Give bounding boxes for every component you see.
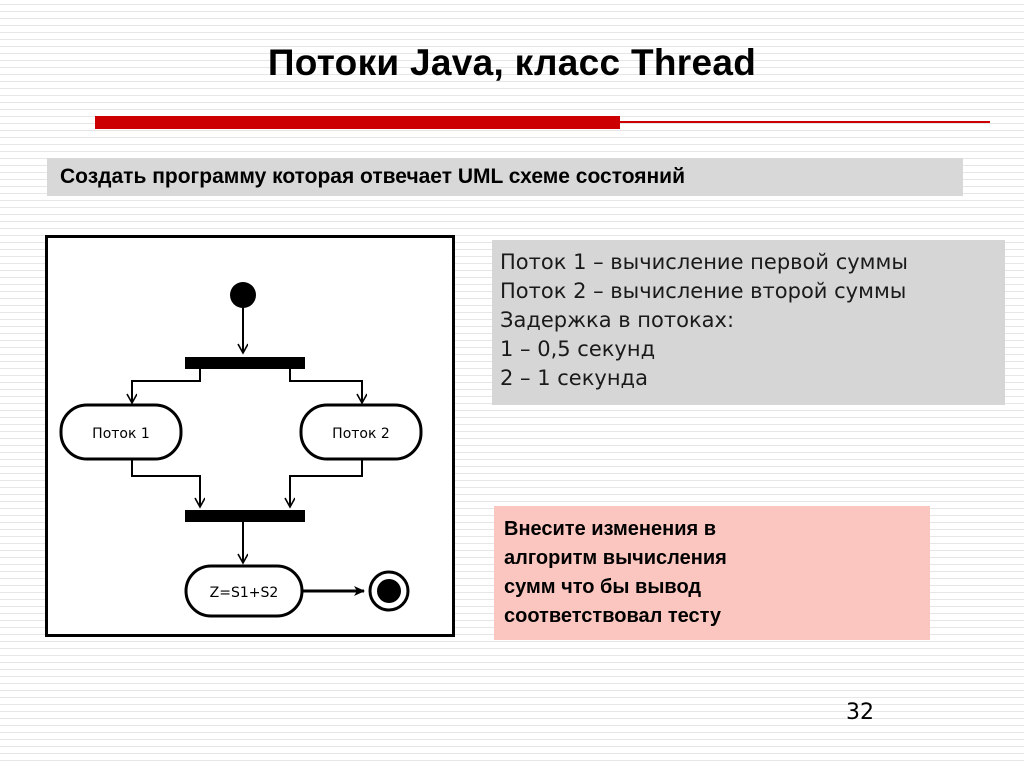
page-title: Потоки Java, класс Thread [267,42,757,83]
state-thread2-label: Поток 2 [332,426,390,442]
transition-fork-to-thread2 [289,369,362,402]
uml-state-diagram: Поток 1 Поток 2 Z=S1+S2 [59,282,423,618]
subtitle-banner: Создать программу которая отвечает UML с… [47,158,963,196]
info-line: Поток 1 – вычисление первой суммы [500,250,908,274]
task-note-text: Внесите изменения в алгоритм вычисления … [504,515,904,631]
note-line: Внесите изменения в [504,518,717,540]
note-line: сумм что бы вывод [504,576,702,598]
accent-rule-thick [95,116,620,129]
thread-info-box: Поток 1 – вычисление первой суммы Поток … [492,240,1005,405]
state-thread1-label: Поток 1 [92,426,150,442]
fork-bar [185,357,305,369]
info-line: 2 – 1 секунда [500,366,648,390]
info-line: Поток 2 – вычисление второй суммы [500,279,907,303]
transition-fork-to-thread1 [132,369,201,402]
info-line: 1 – 0,5 секунд [500,337,656,361]
state-thread1 [59,403,183,461]
thread-info-list: Поток 1 – вычисление первой суммы Поток … [500,248,908,393]
join-bar [185,510,305,522]
subtitle-banner-text: Создать программу которая отвечает UML с… [60,165,686,188]
initial-state-node [230,282,256,308]
state-sum-label: Z=S1+S2 [210,585,279,601]
uml-diagram-frame: Поток 1 Поток 2 Z=S1+S2 [45,235,455,637]
info-line: Задержка в потоках: [500,308,735,332]
page-number: 32 [846,700,874,725]
task-note-box: Внесите изменения в алгоритм вычисления … [494,506,930,640]
transition-thread2-to-join [290,459,363,506]
final-state-node [377,579,401,603]
note-line: соответствовал тесту [504,605,722,627]
note-line: алгоритм вычисления [504,547,727,569]
transition-thread1-to-join [131,459,200,506]
